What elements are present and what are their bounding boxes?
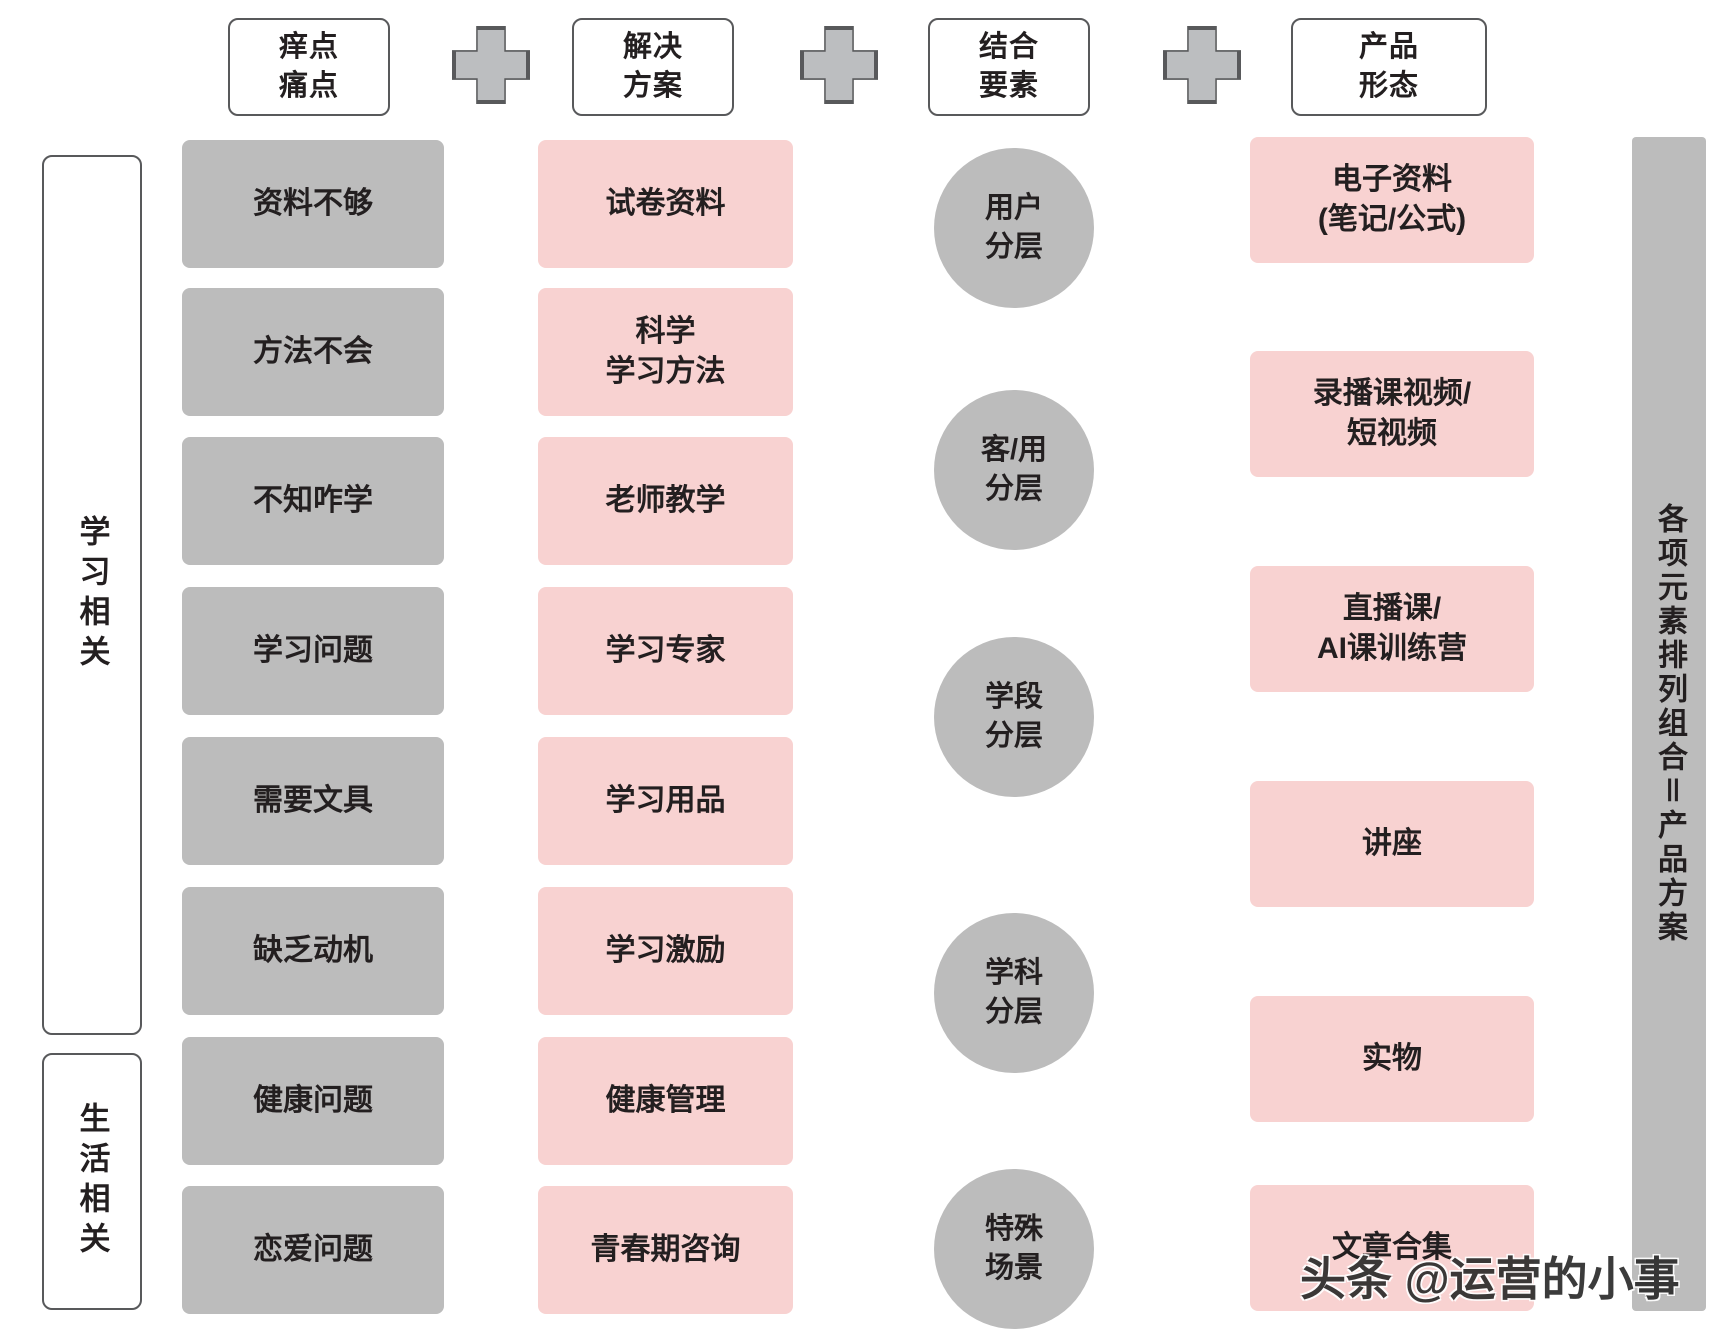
- header-pain-point-line-2: 痛点: [278, 70, 339, 102]
- category-label-life: 生活相关: [74, 1101, 110, 1262]
- pain-point-cell-8-line-1: 恋爱问题: [253, 1233, 373, 1267]
- solution-cell-2-line-2: 学习方法: [605, 355, 726, 388]
- product-cell-2-line-2: 短视频: [1347, 417, 1437, 450]
- product-cell-3-line-1: 直播课/: [1342, 592, 1442, 626]
- header-solution-line-1: 解决: [622, 30, 683, 63]
- solution-cell-4-line-1: 学习专家: [605, 634, 726, 668]
- header-solution-line-2: 方案: [622, 70, 683, 102]
- solution-cell-4: 学习专家: [538, 587, 793, 715]
- pain-point-cell-6-line-1: 缺乏动机: [253, 934, 373, 968]
- summary-label: 各项元素排列组合＝产品方案: [1653, 503, 1686, 945]
- pain-point-cell-8: 恋爱问题: [182, 1186, 444, 1314]
- plus-icon-1: [452, 26, 530, 104]
- category-label-learning: 学习相关: [74, 515, 110, 675]
- header-product-form-line-1: 产品: [1358, 30, 1419, 63]
- factor-circle-3-line-2: 分层: [984, 720, 1043, 752]
- pain-point-cell-2: 方法不会: [182, 288, 444, 416]
- pain-point-cell-3: 不知咋学: [182, 437, 444, 565]
- category-box-life: 生活相关: [42, 1053, 142, 1310]
- factor-circle-5-line-1: 特殊: [984, 1212, 1043, 1245]
- solution-cell-6: 学习激励: [538, 887, 793, 1015]
- solution-cell-7-line-1: 健康管理: [605, 1084, 726, 1118]
- pain-point-cell-5: 需要文具: [182, 737, 444, 865]
- pain-point-cell-1-line-1: 资料不够: [253, 187, 373, 221]
- plus-icon-2: [800, 26, 878, 104]
- category-box-learning: 学习相关: [42, 155, 142, 1035]
- product-cell-1-line-2: (笔记/公式): [1317, 203, 1467, 236]
- product-cell-1-line-1: 电子资料: [1332, 163, 1452, 197]
- summary-bar: 各项元素排列组合＝产品方案: [1632, 137, 1706, 1311]
- factor-circle-5-line-2: 场景: [984, 1252, 1043, 1284]
- factor-circle-3: 学段 分层: [934, 637, 1094, 797]
- factor-circle-4-line-1: 学科: [984, 956, 1043, 989]
- pain-point-cell-7-line-1: 健康问题: [253, 1084, 373, 1118]
- solution-cell-5: 学习用品: [538, 737, 793, 865]
- product-cell-2-line-1: 录播课视频/: [1312, 377, 1472, 411]
- pain-point-cell-6: 缺乏动机: [182, 887, 444, 1015]
- solution-cell-5-line-1: 学习用品: [605, 784, 726, 818]
- product-cell-6: 文章合集: [1250, 1185, 1534, 1311]
- plus-icon-3-fill: [1167, 30, 1237, 100]
- product-cell-6-line-1: 文章合集: [1332, 1231, 1452, 1265]
- pain-point-cell-3-line-1: 不知咋学: [253, 484, 373, 518]
- pain-point-cell-4: 学习问题: [182, 587, 444, 715]
- solution-cell-8-line-1: 青春期咨询: [590, 1233, 741, 1267]
- product-cell-3: 直播课/ AI课训练营: [1250, 566, 1534, 692]
- solution-cell-3-line-1: 老师教学: [605, 484, 726, 518]
- product-cell-4: 讲座: [1250, 781, 1534, 907]
- pain-point-cell-2-line-1: 方法不会: [253, 335, 373, 369]
- product-cell-4-line-1: 讲座: [1362, 827, 1422, 861]
- solution-cell-8: 青春期咨询: [538, 1186, 793, 1314]
- factor-circle-4-line-2: 分层: [984, 996, 1043, 1028]
- solution-cell-6-line-1: 学习激励: [605, 934, 726, 968]
- factor-circle-2: 客/用 分层: [934, 390, 1094, 550]
- factor-circle-2-line-1: 客/用: [980, 433, 1048, 466]
- factor-circle-1-line-1: 用户: [984, 191, 1043, 224]
- factor-circle-5: 特殊 场景: [934, 1169, 1094, 1329]
- header-pain-point-line-1: 痒点: [278, 30, 339, 63]
- plus-icon-2-fill: [804, 30, 874, 100]
- product-cell-3-line-2: AI课训练营: [1317, 632, 1467, 665]
- factor-circle-3-line-1: 学段: [984, 680, 1043, 713]
- factor-circle-4: 学科 分层: [934, 913, 1094, 1073]
- header-product-form: 产品 形态: [1291, 18, 1487, 116]
- product-cell-2: 录播课视频/ 短视频: [1250, 351, 1534, 477]
- solution-cell-1-line-1: 试卷资料: [605, 187, 726, 221]
- pain-point-cell-7: 健康问题: [182, 1037, 444, 1165]
- factor-circle-2-line-2: 分层: [984, 473, 1043, 505]
- header-solution: 解决 方案: [572, 18, 734, 116]
- factor-circle-1-line-2: 分层: [984, 231, 1043, 263]
- solution-cell-2-line-1: 科学: [635, 315, 696, 349]
- solution-cell-7: 健康管理: [538, 1037, 793, 1165]
- product-cell-1: 电子资料 (笔记/公式): [1250, 137, 1534, 263]
- pain-point-cell-4-line-1: 学习问题: [253, 634, 373, 668]
- solution-cell-1: 试卷资料: [538, 140, 793, 268]
- pain-point-cell-5-line-1: 需要文具: [253, 784, 373, 818]
- product-cell-5-line-1: 实物: [1362, 1042, 1422, 1076]
- product-cell-5: 实物: [1250, 996, 1534, 1122]
- header-combining-factor-line-2: 要素: [978, 70, 1039, 102]
- pain-point-cell-1: 资料不够: [182, 140, 444, 268]
- solution-cell-2: 科学 学习方法: [538, 288, 793, 416]
- header-product-form-line-2: 形态: [1358, 70, 1419, 102]
- plus-icon-3: [1163, 26, 1241, 104]
- header-combining-factor: 结合 要素: [928, 18, 1090, 116]
- solution-cell-3: 老师教学: [538, 437, 793, 565]
- header-combining-factor-line-1: 结合: [978, 30, 1039, 63]
- plus-icon-1-fill: [456, 30, 526, 100]
- factor-circle-1: 用户 分层: [934, 148, 1094, 308]
- header-pain-point: 痒点 痛点: [228, 18, 390, 116]
